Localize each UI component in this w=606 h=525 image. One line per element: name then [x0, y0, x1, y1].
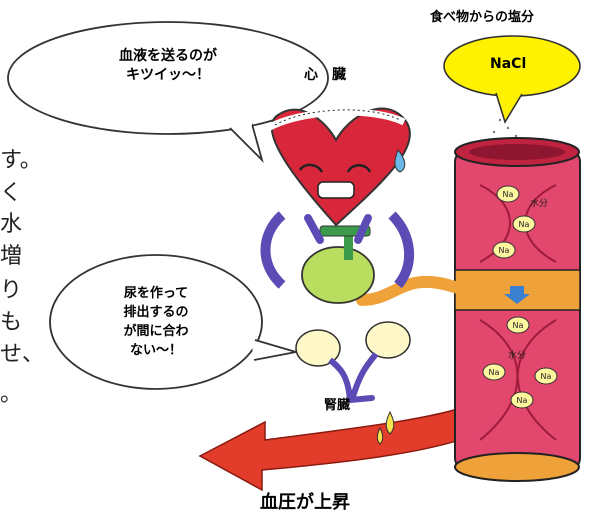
salt-from-food-label: 食べ物からの塩分 [430, 10, 535, 25]
na-label: Na [513, 321, 524, 330]
blood-pressure-rise-label: 血圧が上昇 [260, 492, 350, 513]
water-label: 水分 [530, 197, 548, 209]
kidney-bubble-line: が間に合わ [123, 324, 189, 339]
side-char: 水 [0, 212, 23, 237]
na-label: Na [541, 372, 552, 381]
connector-tube [356, 275, 464, 306]
water-labels: 水分 水分 [508, 197, 548, 361]
na-label: Na [489, 368, 500, 377]
heart-character [260, 107, 414, 304]
side-char: く [0, 181, 23, 206]
kidney-label: 腎臓 [324, 398, 351, 413]
water-label: 水分 [508, 349, 526, 361]
na-label: Na [517, 396, 528, 405]
side-char: も [0, 310, 23, 335]
kidney-bubble-line: 排出するの [123, 305, 189, 320]
kidney-bubble-line: ない〜！ [129, 343, 182, 358]
side-char: す。 [0, 148, 42, 173]
heart-bubble-text: 血液を送るのが キツイッ〜！ [68, 47, 268, 85]
kidney-speech-bubble [49, 254, 297, 390]
na-label: Na [519, 220, 530, 229]
heart-bubble-line: キツイッ〜！ [126, 67, 210, 83]
kidney-bubble-text: 尿を作って 排出するの が間に合わ ない〜！ [96, 284, 216, 360]
kidney-bubble-line: 尿を作って [123, 286, 189, 301]
heart-speech-bubble [7, 21, 329, 164]
nacl-bubble [443, 35, 581, 124]
side-char: 。 [0, 382, 23, 407]
na-label: Na [503, 190, 514, 199]
kidney-illustration [295, 321, 411, 445]
side-char: り [0, 278, 23, 303]
na-label: Na [499, 246, 510, 255]
heart-label: 心 臓 [304, 67, 346, 83]
na-molecules [482, 185, 558, 409]
blood-pressure-arrow [198, 404, 488, 492]
side-char: 増 [0, 244, 23, 269]
nacl-label: NaCl [490, 56, 527, 72]
side-char: せ、 [0, 342, 45, 367]
na-labels: Na Na Na Na Na Na Na [489, 190, 552, 405]
blood-vessel [454, 137, 581, 482]
heart-bubble-line: 血液を送るのが [119, 48, 217, 64]
